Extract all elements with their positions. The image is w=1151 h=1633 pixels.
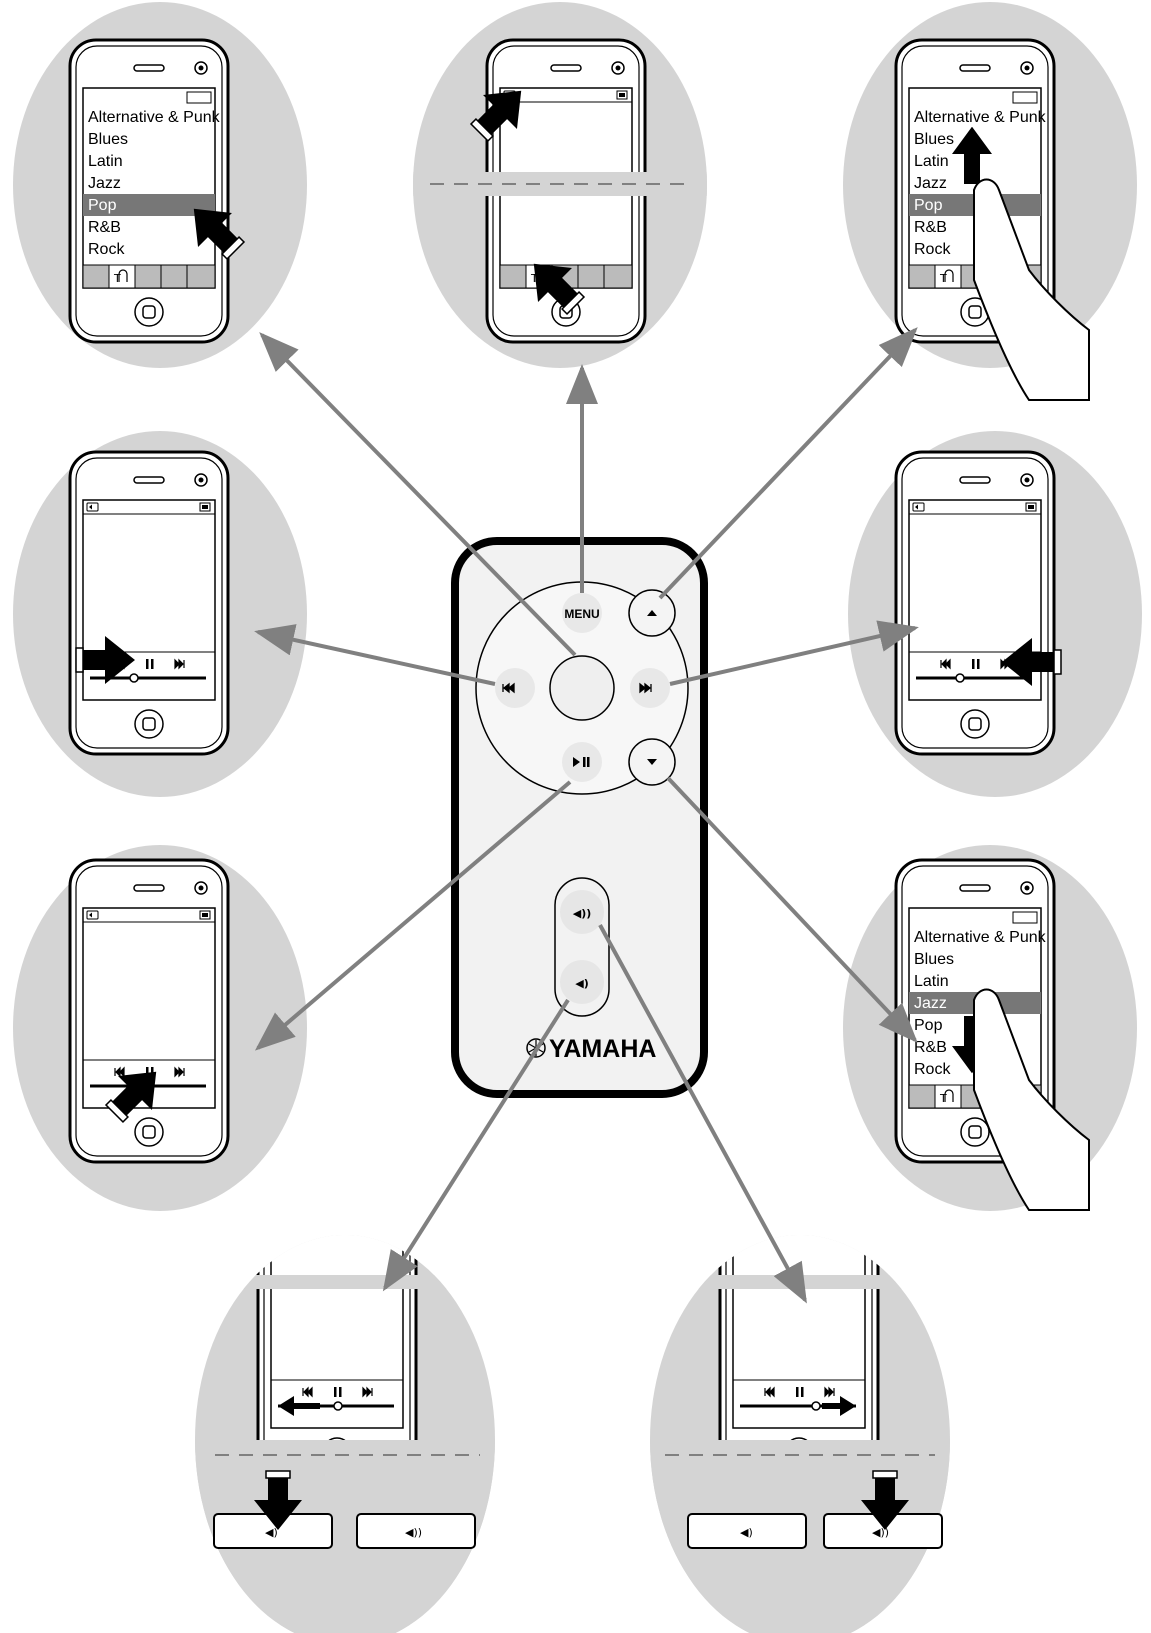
remote-control: MENU ◀)) ◀): [451, 537, 708, 1098]
list-item: Alternative & Punk: [914, 109, 1047, 126]
list-item: Blues: [914, 131, 954, 148]
volume-down-remote-button[interactable]: ◀): [560, 960, 604, 1004]
triangle-up-icon: [647, 610, 657, 616]
list-item: R&B: [88, 219, 121, 236]
volume-up-icon: ◀)): [573, 907, 592, 920]
list-item: R&B: [914, 219, 947, 236]
down-button[interactable]: [628, 738, 676, 786]
play-pause-button[interactable]: [562, 742, 602, 782]
list-item: R&B: [914, 1039, 947, 1056]
list-item-selected: Jazz: [914, 995, 947, 1012]
play-pause-icon: [573, 757, 590, 767]
select-button[interactable]: [549, 655, 615, 721]
up-button[interactable]: [628, 589, 676, 637]
volume-down-icon: ◀): [265, 1526, 278, 1539]
volume-right-arrow-icon: [822, 1396, 856, 1416]
arrow-next-to-phone: [669, 620, 919, 686]
phone-menu-back: [413, 38, 707, 344]
list-item: Rock: [914, 241, 951, 258]
volume-left-arrow-icon: [278, 1396, 320, 1416]
triangle-down-icon: [647, 759, 657, 765]
list-item: Blues: [914, 951, 954, 968]
list-item: Rock: [914, 1061, 951, 1078]
arrow-voldown-to-panel: [382, 998, 570, 1292]
volume-down-icon: ◀): [740, 1526, 753, 1539]
skip-previous-icon: [502, 682, 515, 694]
arrow-down-to-scroll: [666, 776, 918, 1043]
phone-play-pause: [68, 858, 230, 1164]
list-item: Latin: [88, 153, 123, 170]
list-item-selected: Pop: [914, 197, 943, 214]
list-item: Blues: [88, 131, 128, 148]
list-item: Jazz: [88, 175, 121, 192]
finger-icon: [973, 178, 1090, 401]
phone-scroll-up: Alternative & Punk Blues Latin Jazz Pop …: [894, 38, 1090, 401]
genre-list: Alternative & Punk Blues Latin Jazz Pop …: [88, 109, 221, 258]
connector-arrows: [254, 327, 919, 1304]
arrow-playpause-to-phone: [254, 780, 572, 1051]
list-item: Rock: [88, 241, 125, 258]
list-item: Alternative & Punk: [914, 929, 1047, 946]
arrow-up-to-scroll: [658, 327, 918, 600]
list-item: Latin: [914, 973, 949, 990]
next-button[interactable]: [630, 668, 670, 708]
menu-button[interactable]: MENU: [562, 593, 602, 633]
skip-next-icon: [639, 682, 652, 694]
arrow-prev-to-phone: [254, 624, 496, 686]
phone-select-item: Alternative & Punk Blues Latin Jazz Pop …: [68, 38, 254, 344]
phone-scroll-down: Alternative & Punk Blues Latin Jazz Pop …: [894, 858, 1090, 1211]
arrow-select-to-list: [259, 332, 577, 657]
list-item: Jazz: [914, 175, 947, 192]
volume-up-icon: ◀)): [405, 1526, 422, 1539]
list-item: Pop: [914, 1017, 943, 1034]
menu-label: MENU: [564, 607, 599, 621]
list-item: Alternative & Punk: [88, 109, 221, 126]
list-item-selected: Pop: [88, 197, 117, 214]
prev-button[interactable]: [495, 668, 535, 708]
volume-down-button: [687, 1513, 807, 1549]
list-item: Latin: [914, 153, 949, 170]
volume-up-button: [356, 1513, 476, 1549]
finger-icon: [973, 988, 1090, 1211]
phone-next-track: [894, 450, 1062, 756]
volume-down-icon: ◀): [575, 977, 589, 990]
phone-previous-track: [68, 450, 230, 756]
brand-name: YAMAHA: [549, 1035, 656, 1063]
volume-up-remote-button[interactable]: ◀)): [560, 890, 604, 934]
arrow-volup-to-panel: [598, 924, 807, 1304]
